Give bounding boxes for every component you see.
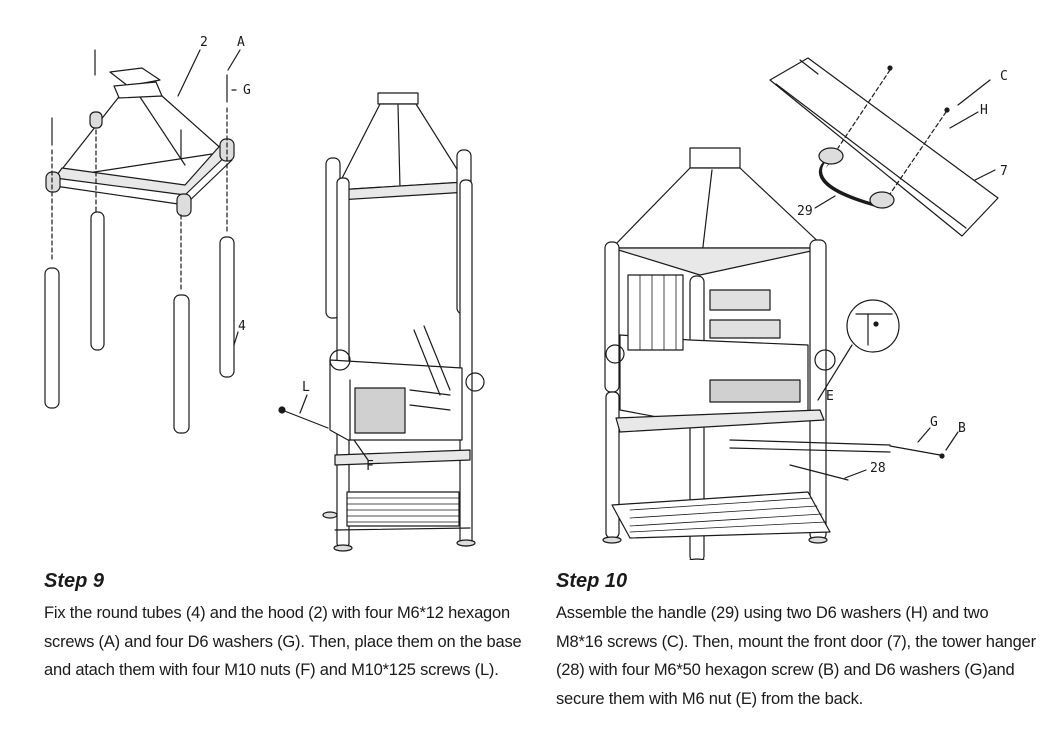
step9-title: Step 9 (44, 570, 105, 592)
callout-screw-b: B (958, 421, 966, 436)
callout-washer-h: H (980, 103, 988, 118)
callout-washer-g: G (930, 415, 938, 430)
callout-screw-a: A (237, 35, 245, 50)
callout-washer-g: G (243, 83, 251, 98)
callout-door: 7 (1000, 164, 1008, 179)
assembly-illustration: 2 A G 4 L F C H 7 29 E G B 28 (44, 35, 1008, 560)
callout-nut-e: E (826, 389, 834, 404)
callout-hood: 2 (200, 35, 208, 50)
callout-tube: 4 (238, 319, 246, 334)
step10-door-handle-diagram (769, 57, 999, 237)
callout-handle: 29 (797, 204, 813, 219)
callout-screw-c: C (1000, 69, 1008, 84)
callout-nut-f: F (366, 459, 374, 474)
callout-bolt-l: L (302, 380, 310, 395)
step9-exploded-hood-diagram (44, 49, 241, 434)
step10-title: Step 10 (556, 570, 628, 592)
callout-hanger: 28 (870, 461, 886, 476)
step9-instructions: Fix the round tubes (4) and the hood (2)… (44, 604, 522, 679)
step10-grill-diagram (602, 147, 959, 560)
step9-assembled-tower-diagram (278, 92, 485, 552)
step10-instructions: Assemble the handle (29) using two D6 wa… (556, 604, 1036, 708)
